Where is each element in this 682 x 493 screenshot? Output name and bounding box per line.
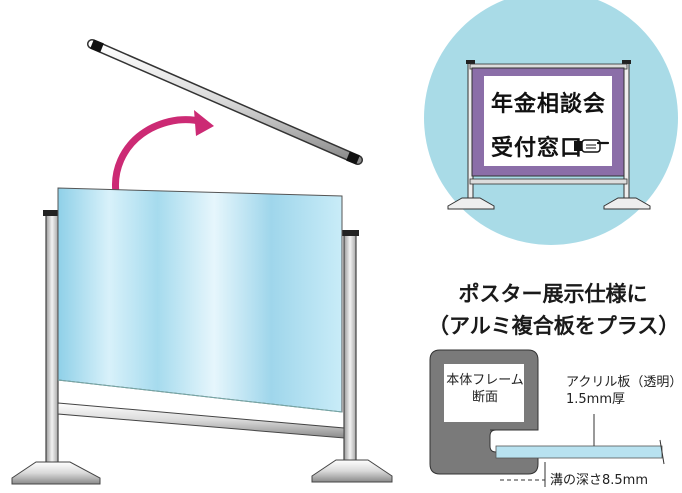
top-rail (87, 39, 363, 165)
sign-line-1: 年金相談会 (491, 91, 607, 117)
caption-line-2: （アルミ複合板をプラス） (428, 314, 680, 338)
frame-label-line-2: 断面 (471, 390, 498, 405)
groove-depth-label: 溝の深さ8.5mm (550, 473, 649, 488)
pointing-hand-icon (574, 139, 610, 153)
frame-label: 本体フレーム 断面 (446, 372, 524, 406)
acrylic-label-line-1: アクリル板（透明） (566, 375, 682, 390)
caption-line-1: ポスター展示仕様に (458, 282, 648, 306)
sign-line-2: 受付窓口 (491, 135, 584, 161)
acrylic-label-line-2: 1.5mm厚 (566, 392, 626, 407)
frame-label-line-1: 本体フレーム (446, 373, 524, 388)
acrylic-label: アクリル板（透明） 1.5mm厚 (566, 374, 682, 408)
cross-section-diagram (429, 349, 665, 487)
inset-circle (424, 0, 678, 245)
stand-frame (11, 187, 393, 485)
